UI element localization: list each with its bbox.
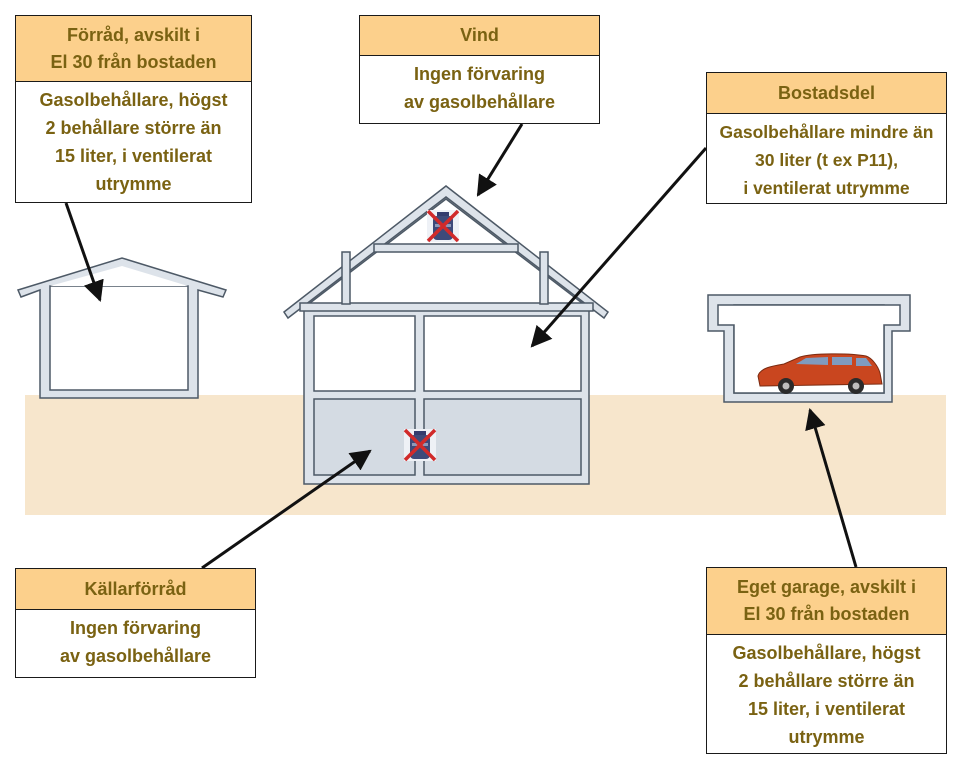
arrow-garage [805, 407, 858, 568]
shed-building [16, 257, 228, 399]
label-forrad: Förråd, avskilt i El 30 från bostaden Ga… [15, 15, 252, 203]
label-garage-body: Gasolbehållare, högst 2 behållare större… [732, 643, 921, 747]
label-vind-body: Ingen förvaring av gasolbehållare [403, 64, 556, 112]
arrow-kallarforrad [201, 449, 372, 570]
label-kallarforrad: Källarförråd Ingen förvaring av gasolbeh… [15, 568, 256, 678]
gas-cylinder-crossed-icon [426, 209, 460, 243]
label-garage-title: Eget garage, avskilt i El 30 från bostad… [707, 568, 946, 635]
garage-building [707, 294, 911, 403]
label-kallarforrad-title: Källarförråd [16, 569, 255, 610]
gas-cylinder-crossed-icon [403, 428, 437, 462]
label-kallarforrad-body: Ingen förvaring av gasolbehållare [59, 618, 212, 666]
label-forrad-body: Gasolbehållare, högst 2 behållare större… [39, 90, 228, 194]
main-house [282, 185, 610, 485]
arrow-forrad [64, 202, 104, 302]
label-vind: Vind Ingen förvaring av gasolbehållare [359, 15, 600, 124]
arrow-bostadsdel [530, 147, 708, 348]
label-bostadsdel: Bostadsdel Gasolbehållare mindre än 30 l… [706, 72, 947, 204]
arrow-vind [476, 123, 524, 197]
label-vind-title: Vind [360, 16, 599, 56]
label-bostadsdel-body: Gasolbehållare mindre än 30 liter (t ex … [719, 122, 934, 198]
label-bostadsdel-title: Bostadsdel [707, 73, 946, 114]
label-forrad-title: Förråd, avskilt i El 30 från bostaden [16, 16, 251, 82]
car-icon [757, 353, 883, 394]
label-garage: Eget garage, avskilt i El 30 från bostad… [706, 567, 947, 754]
